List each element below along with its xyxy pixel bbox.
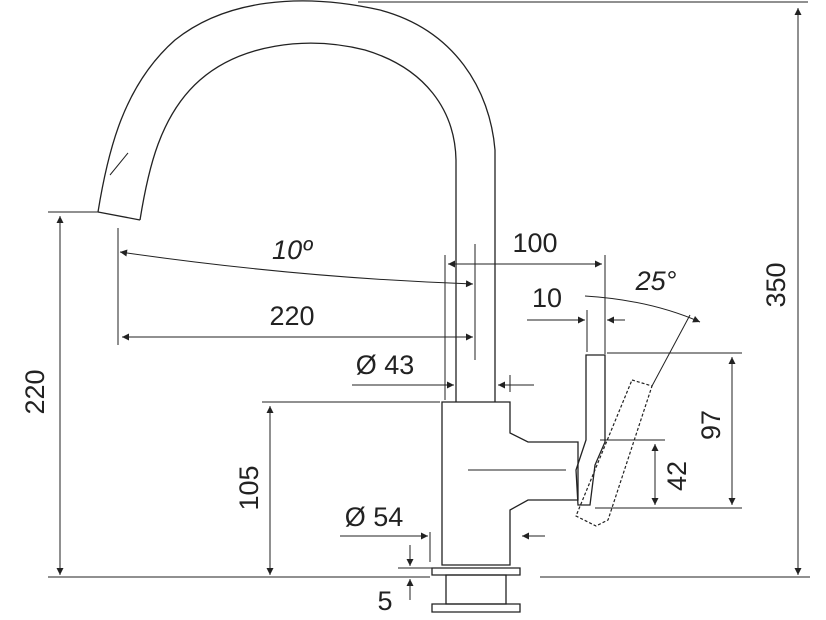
spout-outer-curve xyxy=(97,0,496,402)
label-base-diameter: Ø 54 xyxy=(345,502,404,532)
spout-inner-curve xyxy=(139,42,457,402)
base-stem xyxy=(445,574,507,605)
label-spout-diameter: Ø 43 xyxy=(356,350,415,380)
faucet-outline xyxy=(97,0,653,613)
label-lever-height: 97 xyxy=(696,410,726,440)
label-outlet-height: 220 xyxy=(20,369,50,414)
label-swing-angle: 25° xyxy=(635,266,677,296)
lever-handle xyxy=(575,354,606,506)
label-base-thickness: 5 xyxy=(377,586,392,616)
label-lever-offset: 100 xyxy=(512,228,557,258)
spout-tip xyxy=(97,211,141,221)
label-tilt-angle: 10º xyxy=(272,235,313,265)
base-plate xyxy=(431,567,521,576)
spout-tip-edge xyxy=(109,152,129,176)
lever-rotated-dashed xyxy=(575,379,653,527)
label-lever-grip-height: 42 xyxy=(662,461,692,491)
label-overall-height: 350 xyxy=(761,262,791,307)
dimension-lines xyxy=(48,1,810,600)
label-lever-gap: 10 xyxy=(532,283,562,313)
base-foot xyxy=(431,603,521,613)
label-body-height: 105 xyxy=(234,465,264,510)
faucet-body xyxy=(441,401,579,566)
label-spout-reach: 220 xyxy=(269,301,314,331)
